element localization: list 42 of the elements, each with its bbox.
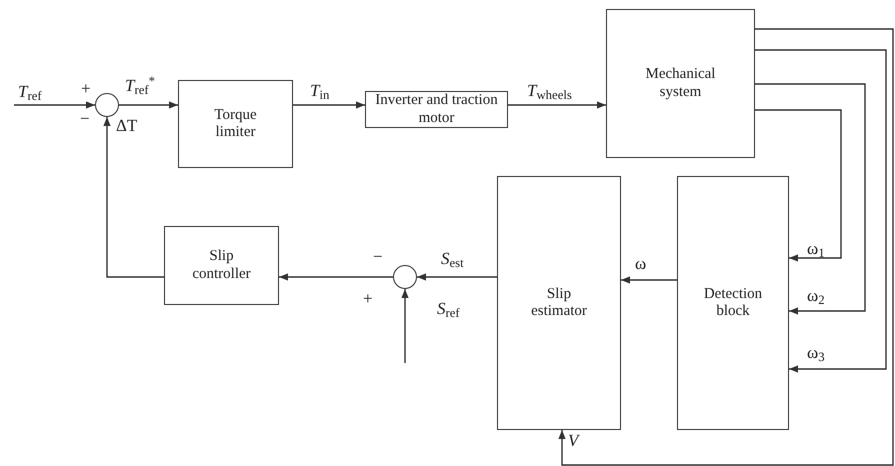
signal-label: T$_{wheels}$ [527,82,572,99]
signal-label: ω$_{1}$ [807,240,825,257]
sign-label: + [81,80,91,97]
signal-label: T$_{ref}$ [18,83,42,100]
signal-label: ΔT [116,117,138,134]
signal-label: ω$_{3}$ [807,344,825,361]
block-label: Inverter and traction motor [374,92,499,127]
signal-label: ω [635,255,646,272]
signal-arrow [621,276,677,284]
signal-arrow [293,101,365,109]
block-label: Slip controller [191,248,252,283]
block-label: Slip estimator [530,286,588,320]
signal-label: ω$_{2}$ [807,287,825,304]
block-label: Torque limiter [213,106,258,142]
sign-label: − [373,248,383,265]
signal-arrow [508,101,606,109]
signal-arrow [119,101,178,109]
signal-arrow [103,117,164,278]
summing-junction [393,265,417,289]
block [606,9,755,158]
block [677,176,789,430]
signal-arrow [401,289,409,363]
signal-arrow [755,83,866,315]
block [497,176,621,430]
block [365,91,508,128]
signal-label: S$_{ref}$ [437,300,460,317]
signal-arrow [14,101,95,109]
block-label: Mechanical system [644,66,716,101]
sign-label: + [363,290,373,307]
signal-label: T$_{in}$ [310,82,330,99]
signal-arrow [755,49,887,373]
block-label: Detection block [702,286,764,320]
signal-arrow [558,28,894,466]
sign-label: − [80,110,90,127]
signal-arrow [279,273,393,281]
signal-label: V [568,432,578,449]
block [178,80,293,168]
signal-label: S$_{est}$ [441,250,464,267]
signal-arrow [417,273,497,281]
block [164,226,279,305]
signal-arrow [755,109,842,262]
summing-junction [95,93,119,117]
